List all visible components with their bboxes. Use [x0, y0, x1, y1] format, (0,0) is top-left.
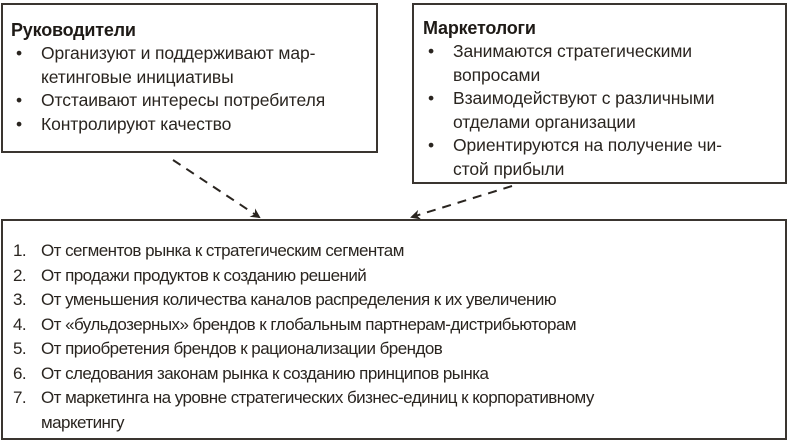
- shifts-box: 1. От сегментов рынка к стратегическим се…: [1, 219, 787, 440]
- bullet-icon: •: [16, 90, 23, 110]
- managers-item-text: Контролируют качество: [41, 113, 232, 134]
- managers-list: • Организуют и поддерживают мар-кетингов…: [11, 42, 376, 136]
- shift-number: 3.: [13, 290, 27, 309]
- shift-item: 4. От «бульдозерных» брендов к глобальным…: [13, 313, 785, 338]
- managers-item: • Организуют и поддерживают мар-кетингов…: [11, 42, 376, 89]
- shift-number: 1.: [13, 241, 27, 260]
- shift-text: От следования законам рынка к созданию п…: [41, 363, 489, 383]
- marketers-title: Маркетологи: [423, 18, 536, 38]
- arrow-managers-to-shifts: [172, 159, 261, 219]
- bullet-icon: •: [428, 135, 435, 155]
- shift-text: От сегментов рынка к стратегическим сегм…: [41, 241, 404, 260]
- shift-text: От продажи продуктов к созданию решений: [41, 265, 367, 285]
- arrow-marketers-to-shifts: [410, 185, 513, 220]
- managers-item: • Отстаивают интересы потребителя: [11, 89, 376, 113]
- managers-box: Руководители • Организуют и поддерживают…: [1, 3, 378, 153]
- shift-number: 4.: [13, 314, 27, 334]
- shift-number: 2.: [13, 265, 27, 285]
- managers-item-text: Отстаивают интересы потребителя: [41, 90, 326, 110]
- shift-text: От приобретения брендов к рационализации…: [41, 339, 443, 358]
- shift-number: 7.: [13, 388, 27, 407]
- shift-item: 3. От уменьшения количества каналов распр…: [13, 288, 785, 313]
- bullet-icon: •: [428, 88, 435, 108]
- shifts-list: 1. От сегментов рынка к стратегическим се…: [13, 239, 785, 435]
- marketers-box: Маркетологи • Занимаются стратегическими…: [412, 3, 787, 184]
- shift-item: 1. От сегментов рынка к стратегическим се…: [13, 239, 785, 264]
- shift-item: 5. От приобретения брендов к рационализац…: [13, 337, 785, 362]
- shift-text: От уменьшения количества каналов распред…: [41, 290, 557, 309]
- bullet-icon: •: [16, 113, 23, 134]
- shift-number: 5.: [13, 339, 27, 358]
- shift-text: От «бульдозерных» брендов к глобальным п…: [41, 314, 577, 334]
- shift-number: 6.: [13, 363, 27, 383]
- marketers-item: • Ориентируются на получение чи-стой при…: [423, 134, 785, 181]
- shift-item: 6. От следования законам рынка к созданию…: [13, 362, 785, 387]
- managers-item-text: Организуют и поддерживают мар-кетинговые…: [41, 43, 316, 87]
- bullet-icon: •: [428, 41, 435, 61]
- shift-item: 7. От маркетинга на уровне стратегических…: [13, 386, 785, 435]
- bullet-icon: •: [16, 43, 23, 63]
- managers-title: Руководители: [11, 20, 136, 40]
- shift-text: От маркетинга на уровне стратегических б…: [41, 388, 594, 432]
- marketers-item-text: Ориентируются на получение чи-стой прибы…: [453, 135, 722, 179]
- managers-item: • Контролируют качество: [11, 113, 376, 137]
- shift-item: 2. От продажи продуктов к созданию решени…: [13, 264, 785, 289]
